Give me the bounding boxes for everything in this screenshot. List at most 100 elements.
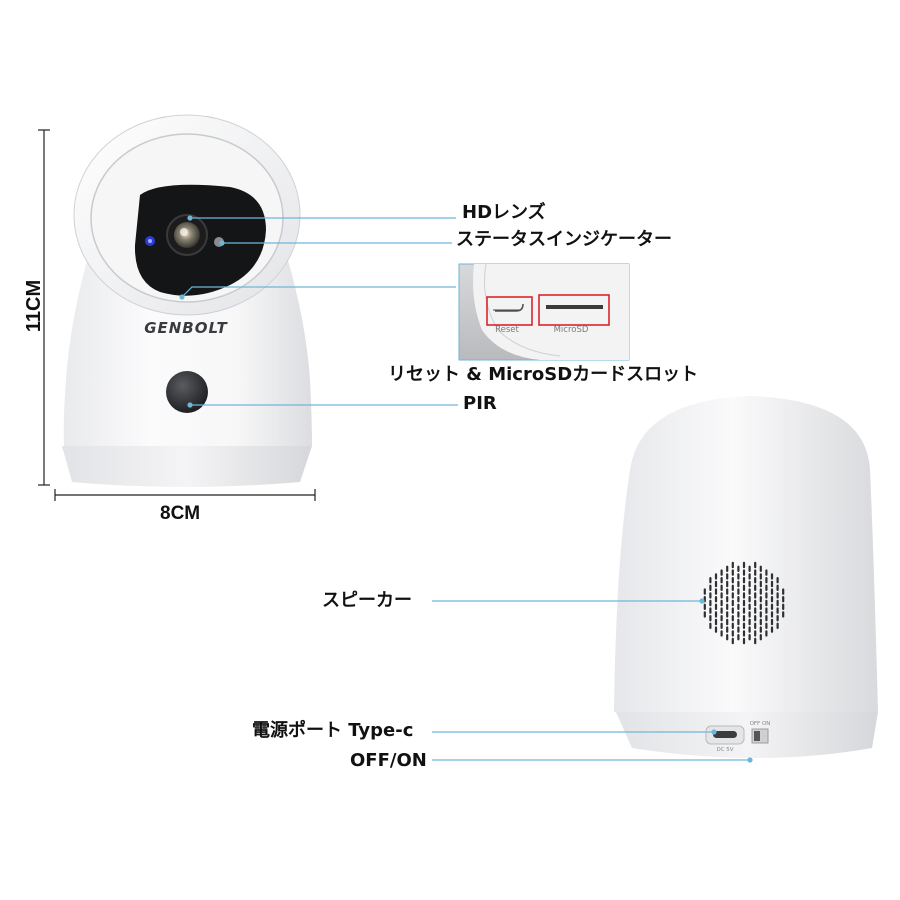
speaker-hole — [731, 592, 734, 599]
speaker-hole — [742, 577, 746, 584]
speaker-hole — [759, 611, 762, 618]
speaker-hole — [731, 577, 734, 584]
speaker-hole — [776, 615, 779, 622]
speaker-hole — [731, 637, 734, 645]
speaker-hole — [759, 626, 762, 633]
speaker-hole — [709, 607, 712, 614]
speaker-hole — [759, 588, 762, 595]
speaker-hole — [709, 615, 712, 622]
speaker-hole — [731, 630, 734, 637]
speaker-hole — [714, 603, 718, 610]
speaker-hole — [765, 607, 768, 614]
speaker-hole — [759, 565, 762, 572]
speaker-hole — [731, 561, 734, 569]
speaker-hole — [714, 611, 718, 618]
speaker-hole — [720, 607, 723, 614]
speaker-hole — [770, 596, 774, 603]
speaker-hole — [754, 630, 757, 637]
speaker-hole — [782, 596, 785, 603]
speaker-hole — [748, 634, 751, 641]
speaker-hole — [714, 596, 718, 603]
speaker-hole — [703, 603, 706, 610]
speaker-hole — [765, 584, 768, 591]
speaker-hole — [731, 599, 734, 607]
speaker-hole — [714, 580, 718, 588]
speaker-hole — [737, 634, 740, 641]
speaker-hole — [765, 622, 768, 629]
speaker-hole — [726, 618, 729, 626]
speaker-hole — [731, 615, 734, 622]
speaker-hole — [782, 611, 785, 618]
speaker-hole — [731, 584, 734, 591]
speaker-hole — [742, 622, 746, 629]
port-label: DC 5V — [716, 747, 733, 753]
off-on-label: OFF/ON — [350, 750, 427, 771]
speaker-hole — [742, 607, 746, 614]
speaker-hole — [748, 626, 751, 633]
speaker-hole — [726, 565, 729, 572]
speaker-hole — [742, 592, 746, 599]
speaker-hole — [765, 615, 768, 622]
speaker-hole — [748, 611, 751, 618]
speaker-hole — [776, 607, 779, 614]
status-indicator-label: ステータスインジケーター — [456, 229, 672, 250]
pir-label: PIR — [463, 393, 497, 414]
speaker-hole — [726, 626, 729, 633]
speaker-hole — [714, 626, 718, 633]
speaker-hole — [754, 637, 757, 645]
speaker-hole — [737, 565, 740, 572]
speaker-hole — [720, 577, 723, 584]
speaker-hole — [726, 611, 729, 618]
speaker-hole — [726, 573, 729, 580]
speaker-hole — [720, 592, 723, 599]
speaker-hole — [776, 577, 779, 584]
pir-sensor-icon — [166, 371, 208, 413]
speaker-hole — [754, 622, 757, 629]
reset-sd-inset: Reset MicroSD — [458, 263, 630, 361]
camera-base — [62, 446, 312, 487]
brand-logo: GENBOLT — [144, 319, 228, 337]
speaker-hole — [742, 599, 746, 607]
speaker-hole — [754, 584, 757, 591]
switch-label: OFF ON — [750, 721, 771, 727]
speaker-hole — [737, 573, 740, 580]
speaker-hole — [748, 565, 751, 572]
speaker-grille-icon — [703, 561, 785, 645]
speaker-hole — [742, 615, 746, 622]
speaker-hole — [742, 569, 746, 576]
speaker-hole — [748, 588, 751, 595]
rear-body — [614, 396, 878, 712]
speaker-hole — [754, 577, 757, 584]
reset-highlight-box — [486, 296, 533, 326]
speaker-hole — [759, 634, 762, 641]
speaker-hole — [742, 637, 746, 645]
speaker-hole — [759, 580, 762, 588]
speaker-hole — [765, 630, 768, 637]
width-label: 8CM — [160, 503, 201, 524]
speaker-hole — [748, 580, 751, 588]
speaker-hole — [765, 599, 768, 607]
speaker-hole — [731, 622, 734, 629]
speaker-hole — [720, 622, 723, 629]
speaker-hole — [754, 569, 757, 576]
speaker-hole — [765, 569, 768, 576]
speaker-hole — [737, 580, 740, 588]
speaker-hole — [714, 588, 718, 595]
width-dimension — [54, 489, 316, 501]
speaker-hole — [770, 618, 774, 626]
speaker-hole — [776, 592, 779, 599]
speaker-hole — [703, 588, 706, 595]
speaker-hole — [770, 611, 774, 618]
speaker-hole — [737, 603, 740, 610]
speaker-label: スピーカー — [322, 590, 412, 611]
speaker-hole — [759, 603, 762, 610]
speaker-hole — [776, 599, 779, 607]
speaker-hole — [782, 588, 785, 595]
speaker-hole — [709, 577, 712, 584]
speaker-hole — [770, 573, 774, 580]
speaker-hole — [776, 584, 779, 591]
speaker-hole — [748, 618, 751, 626]
speaker-hole — [754, 599, 757, 607]
speaker-hole — [737, 596, 740, 603]
speaker-hole — [726, 596, 729, 603]
